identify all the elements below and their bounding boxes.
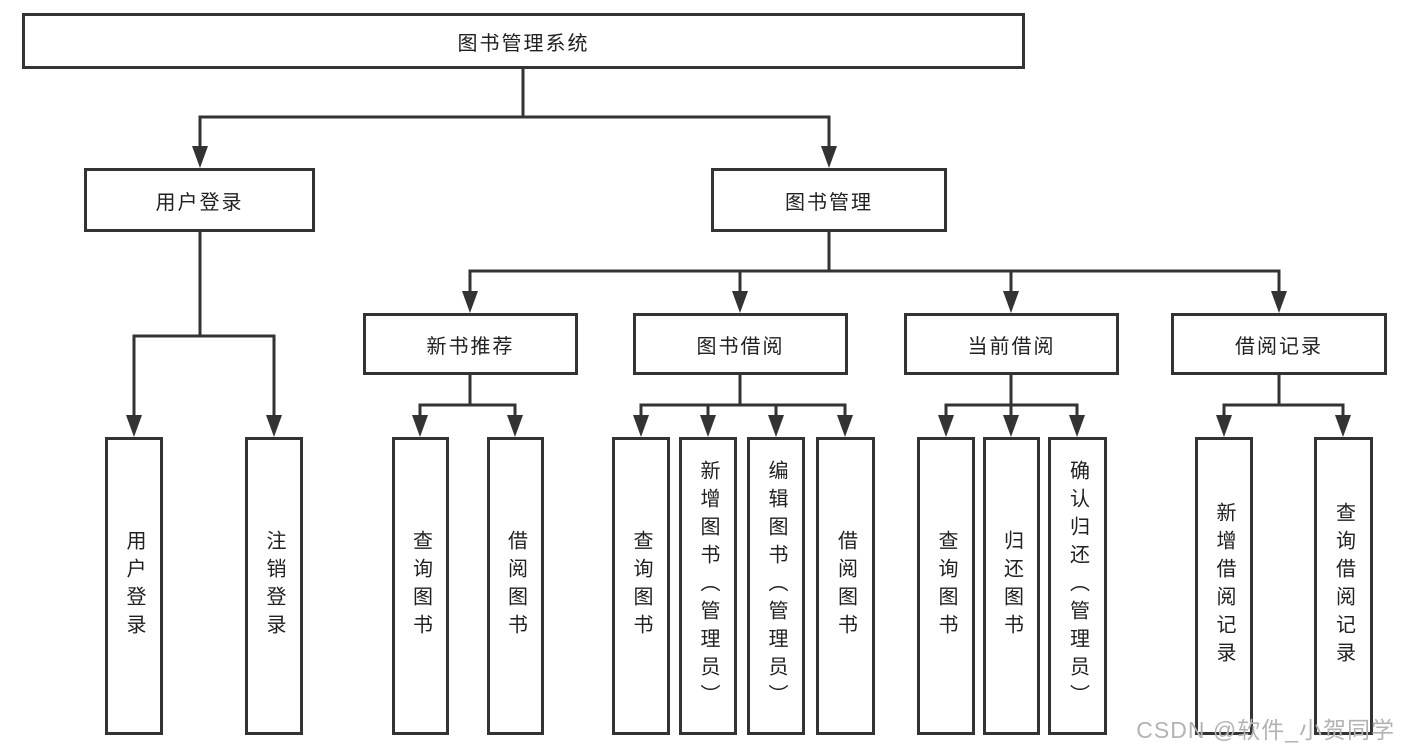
node-book-management: 图书管理 [711, 168, 947, 232]
leaf-query-books-2: 查询图书 [612, 437, 670, 735]
node-book-borrow-label: 图书借阅 [696, 335, 785, 358]
leaf-add-borrow-record: 新增借阅记录 [1195, 437, 1253, 735]
leaf-add-borrow-record-label: 新增借阅记录 [1213, 502, 1235, 670]
leaf-query-books-3: 查询图书 [917, 437, 975, 735]
arrowheads [126, 146, 1351, 437]
leaf-edit-books-admin-label: 编辑图书（管理员） [765, 460, 787, 712]
connector-bookborrow-to-leaves [639, 375, 847, 418]
node-current-borrow: 当前借阅 [904, 313, 1119, 375]
node-root-label: 图书管理系统 [457, 32, 590, 55]
leaf-query-books-3-label: 查询图书 [935, 530, 957, 642]
leaf-add-books-admin-label: 新增图书（管理员） [697, 460, 719, 712]
csdn-watermark: CSDN @软件_小贺同学 [1136, 717, 1395, 743]
connector-newbook-to-leaves [418, 375, 517, 418]
connector-bookmgmt-to-level3 [468, 232, 1281, 294]
leaf-logout: 注销登录 [245, 437, 303, 735]
node-new-book-recommend: 新书推荐 [363, 313, 578, 375]
node-root: 图书管理系统 [22, 13, 1025, 69]
leaf-borrow-books-2-label: 借阅图书 [834, 530, 857, 642]
leaf-return-books: 归还图书 [983, 437, 1040, 735]
node-user-login-label: 用户登录 [155, 191, 244, 214]
leaf-edit-books-admin: 编辑图书（管理员） [747, 437, 805, 735]
node-user-login: 用户登录 [84, 168, 315, 232]
leaf-query-borrow-record: 查询借阅记录 [1314, 437, 1373, 735]
leaf-confirm-return-admin-label: 确认归还（管理员） [1066, 460, 1089, 712]
connector-currentborrow-to-leaves [944, 375, 1079, 418]
node-book-management-label: 图书管理 [785, 191, 873, 214]
leaf-add-books-admin: 新增图书（管理员） [679, 437, 737, 735]
leaf-query-books-2-label: 查询图书 [630, 530, 652, 642]
leaf-query-borrow-record-label: 查询借阅记录 [1332, 502, 1355, 670]
leaf-confirm-return-admin: 确认归还（管理员） [1048, 437, 1107, 735]
leaf-user-login-label: 用户登录 [123, 530, 145, 642]
leaf-query-books-1-label: 查询图书 [409, 530, 432, 642]
node-borrow-records-label: 借阅记录 [1235, 335, 1323, 358]
connector-borrowrecords-to-leaves [1222, 375, 1345, 418]
node-current-borrow-label: 当前借阅 [967, 335, 1056, 358]
leaf-logout-label: 注销登录 [263, 530, 285, 642]
leaf-return-books-label: 归还图书 [1000, 530, 1023, 642]
connector-userlogin-to-leaves [132, 232, 276, 418]
leaf-user-login: 用户登录 [105, 437, 163, 735]
node-book-borrow: 图书借阅 [633, 313, 848, 375]
node-borrow-records: 借阅记录 [1171, 313, 1387, 375]
node-new-book-recommend-label: 新书推荐 [426, 335, 515, 358]
leaf-borrow-books-1-label: 借阅图书 [504, 530, 527, 642]
leaf-borrow-books-2: 借阅图书 [816, 437, 875, 735]
leaf-borrow-books-1: 借阅图书 [487, 437, 544, 735]
leaf-query-books-1: 查询图书 [392, 437, 449, 735]
connector-root-to-level2 [198, 69, 831, 148]
